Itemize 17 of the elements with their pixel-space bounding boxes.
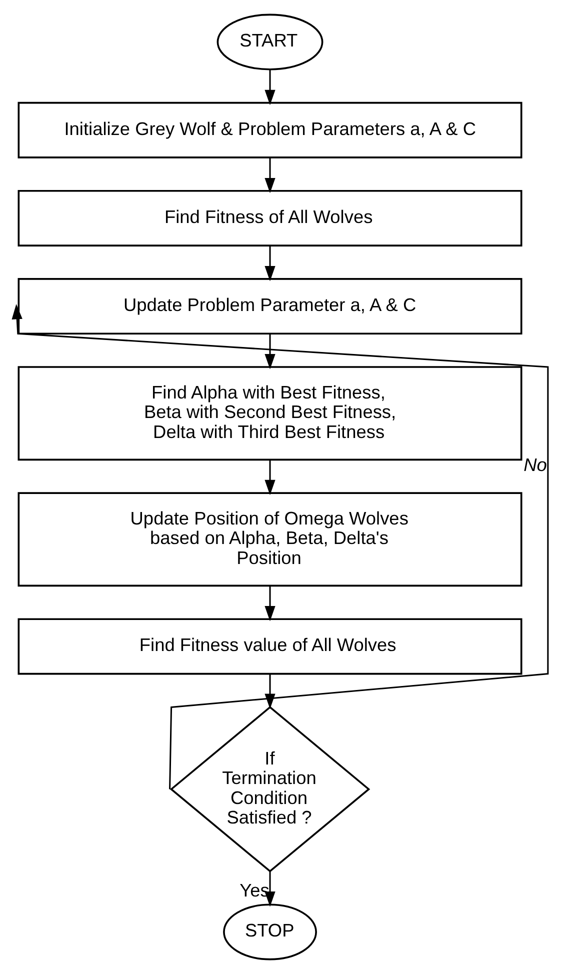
edge-label: No — [523, 454, 546, 475]
arrow — [264, 70, 275, 106]
node-diamond: If Termination Condition Satisfied ? — [169, 706, 370, 872]
arrow — [264, 246, 275, 282]
node-box: Find Fitness value of All Wolves — [17, 618, 522, 675]
node-ellipse: START — [216, 14, 323, 70]
arrow — [264, 158, 275, 194]
arrow — [264, 334, 275, 370]
arrow — [264, 586, 275, 622]
node-box: Update Position of Omega Wolves based on Alpha, Beta, Delta's Position — [17, 492, 522, 587]
node-ellipse: STOP — [222, 904, 316, 960]
node-box: Initialize Grey Wolf & Problem Parameters a, A & C — [17, 102, 522, 158]
arrow — [11, 304, 548, 790]
node-box: Find Alpha with Best Fitness, Beta with Second Best Fitness, Delta with Third Best Fitness — [17, 366, 522, 461]
arrow — [264, 460, 275, 496]
node-box: Find Fitness of All Wolves — [17, 190, 522, 246]
node-box: Update Problem Parameter a, A & C — [17, 278, 522, 335]
